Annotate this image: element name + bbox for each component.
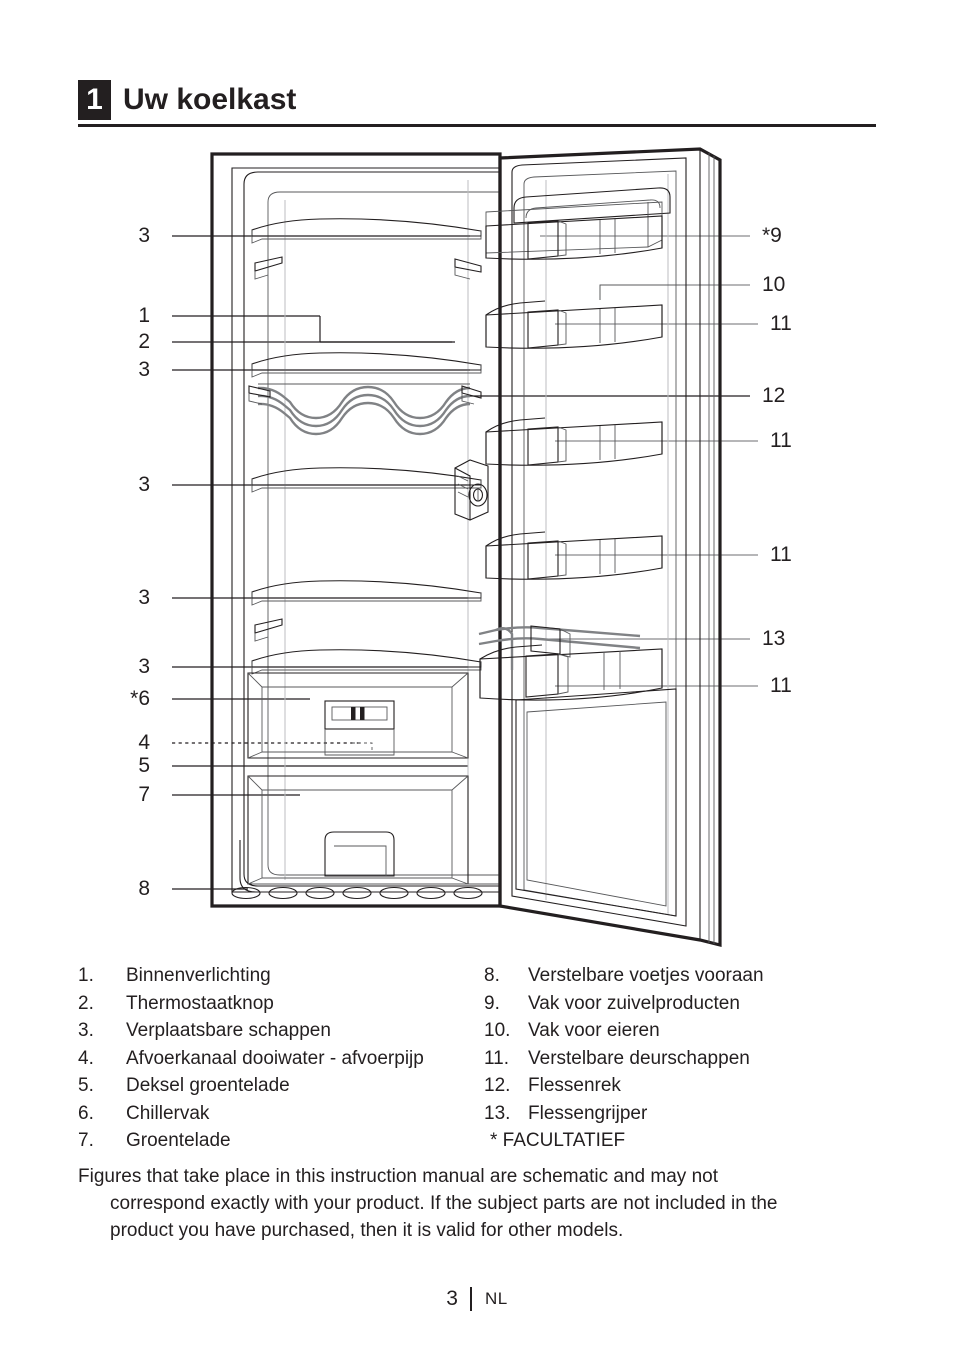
callout-label: 3 [138,655,150,678]
list-item: 12. Flessenrek [484,1072,878,1100]
part-number: 9. [484,992,500,1014]
part-label: Thermostaatknop [126,992,274,1014]
shelf [251,352,482,378]
disclaimer-line: Figures that take place in this instruct… [78,1166,718,1187]
callout-label: 13 [762,627,785,650]
callout-label: 3 [138,473,150,496]
page-title: Uw koelkast [123,83,297,116]
door-bin [479,644,663,701]
list-item: 1. Binnenverlichting [78,962,478,990]
list-item: 10. Vak voor eieren [484,1017,878,1045]
disclaimer-text: Figures that take place in this instruct… [78,1163,868,1244]
part-number: 8. [484,965,500,986]
part-label: Verstelbare deurschappen [528,1047,750,1069]
refrigerator-door [498,147,722,948]
list-item: 8. Verstelbare voetjes vooraan [484,962,878,990]
part-number: 2. [78,992,94,1014]
callout-label: 3 [138,224,150,247]
part-label: Afvoerkanaal dooiwater - afvoerpijp [126,1047,424,1069]
list-item: 13. Flessengrijper [484,1100,878,1128]
callout-label: 3 [138,586,150,609]
crisper-drawer [247,775,469,885]
part-label: Groentelade [126,1130,231,1151]
callout-label: 11 [770,312,792,335]
shelf [251,580,482,606]
bottle-rack [248,383,482,436]
callout-labels-left: 3 1 2 3 3 3 3 *6 4 5 7 8 [130,224,150,900]
chapter-number-badge: 1 [78,80,111,120]
shelf [251,467,482,493]
leader-lines [172,235,758,890]
callout-label: 3 [138,358,150,381]
disclaimer-line: correspond exactly with your product. If… [110,1193,778,1214]
callout-label: 7 [138,783,150,806]
list-item: 2. Thermostaatknop [78,990,478,1018]
bottle-gripper [478,625,641,670]
list-item: 11. Verstelbare deurschappen [484,1045,878,1073]
part-number: 10. [484,1020,511,1041]
cabinet-base-vents [231,840,500,900]
callout-label: 11 [770,674,792,697]
parts-list-left: 1. Binnenverlichting 2. Thermostaatknop … [78,962,478,1155]
header-divider-rule [78,124,876,127]
part-label: Verplaatsbare schappen [126,1020,331,1041]
door-bin [485,417,663,466]
page-number: 3 [446,1287,458,1310]
callout-label: 5 [138,754,150,777]
list-item: 5. Deksel groentelade [78,1072,478,1100]
part-label: Deksel groentelade [126,1075,290,1096]
door-bin [485,284,680,349]
list-item: 7. Groentelade [78,1127,478,1155]
part-label: Flessenrek [528,1075,621,1096]
part-number: 4. [78,1047,94,1069]
part-label: Vak voor zuivelproducten [528,992,740,1014]
list-item: 4. Afvoerkanaal dooiwater - afvoerpijp [78,1045,478,1073]
page-footer: 3 NL [0,1282,954,1316]
chiller-compartment [247,672,469,759]
callout-label: 12 [762,384,785,407]
part-number: 5. [78,1075,94,1096]
part-label: Binnenverlichting [126,965,271,986]
part-number: 11. [484,1047,510,1069]
callout-label: *6 [130,687,150,710]
optional-footnote: * FACULTATIEF [490,1130,626,1151]
page-header: 1 Uw koelkast [78,80,876,132]
part-number: 1. [78,965,94,986]
callout-label: *9 [762,224,782,247]
thermostat-light-unit [454,459,489,521]
list-item: 9. Vak voor zuivelproducten [484,990,878,1018]
part-number: 7. [78,1130,94,1151]
part-label: Vak voor eieren [528,1020,660,1041]
door-bin [485,531,663,580]
part-label: Verstelbare voetjes vooraan [528,965,764,986]
footer-divider [469,1287,472,1311]
part-number: 3. [78,1020,94,1041]
list-item: 6. Chillervak [78,1100,478,1128]
door-bin [485,215,663,260]
callout-label: 8 [138,877,150,900]
callout-label: 11 [770,429,792,452]
cabinet-shelves [251,218,482,675]
callout-label: 11 [770,543,792,566]
disclaimer-line: product you have purchased, then it is v… [110,1220,624,1241]
callout-label: 10 [762,273,785,296]
shelf [251,649,482,675]
shelf [251,218,482,244]
part-label: Flessengrijper [528,1102,648,1124]
part-number: 6. [78,1102,94,1124]
list-item: 3. Verplaatsbare schappen [78,1017,478,1045]
part-number: 12. [484,1075,511,1096]
locale-code: NL [484,1289,508,1308]
callout-labels-right: *9 10 11 12 11 11 13 11 [762,224,792,697]
refrigerator-diagram: 3 1 2 3 3 3 3 *6 4 5 7 8 *9 10 11 12 11 … [0,140,954,950]
part-number: 13. [484,1102,511,1124]
part-label: Chillervak [126,1102,210,1124]
callout-label: 1 [138,304,150,327]
parts-legend: 1. Binnenverlichting 2. Thermostaatknop … [78,962,878,1152]
callout-label: 4 [138,731,150,754]
callout-label: 2 [138,330,150,353]
parts-list-right: 8. Verstelbare voetjes vooraan 9. Vak vo… [484,962,878,1155]
